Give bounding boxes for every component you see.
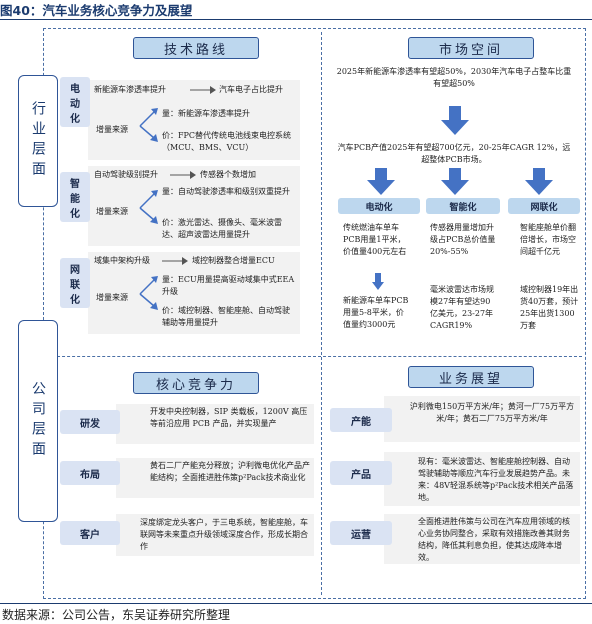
tech-row-panel-3 [88, 252, 300, 334]
tech-volume-2: 量：自动驾驶渗透率和级别双重提升 [162, 187, 290, 196]
source-note: 数据来源：公司公告，东吴证券研究所整理 [2, 608, 231, 622]
core-row-panel-1 [116, 404, 314, 444]
tech-trend-from-1: 新能源车渗透率提升 [94, 85, 166, 94]
figure-title: 图40：汽车业务核心竞争力及展望 [0, 3, 193, 18]
outer-frame [43, 28, 586, 599]
tech-trend-from-2: 自动驾驶级别提升 [94, 170, 158, 179]
side-label-company-text: 公司层面 [30, 381, 46, 461]
market-top-text: 2025年新能源车渗透率有望超50%，2030年汽车电子占整车比重有望超50% [336, 67, 572, 88]
arrow-right-icon [190, 86, 216, 94]
side-label-industry: 行业层面 [18, 75, 58, 207]
core-text-3: 深度绑定龙头客户，于三电系统，智能座舱，车联网等未来重点升级领域深度合作，形成长… [140, 518, 308, 551]
tech-trend-to-2: 传感器个数增加 [200, 170, 256, 179]
down-arrow-icon [372, 273, 384, 290]
tech-row-label-text-2: 智能化 [70, 178, 80, 220]
top-rule [0, 19, 592, 20]
market-col-header-3: 网联化 [508, 198, 580, 214]
branch-arrows-icon [139, 190, 158, 224]
branch-arrows-icon [139, 276, 158, 310]
outlook-label-1: 产能 [330, 408, 392, 432]
arrow-right-icon [162, 257, 188, 265]
market-mid-text: 汽车PCB产值2025年有望超700亿元，20-25年CAGR 12%，远超整体… [337, 143, 571, 164]
core-label-1: 研发 [60, 410, 120, 434]
market-col1-text1: 传统燃油车单车PCB用量1平米，价值量400元左右 [343, 223, 407, 256]
tech-trend-to-3: 域控制器整合增量ECU [192, 256, 275, 265]
outlook-text-1: 沪利微电150万平方米/年；黄河一厂75万平方米/年；黄石二厂75万平方米/年 [409, 402, 575, 423]
tech-price-2: 价：激光雷达、摄像头、毫米波雷达、超声波雷达用量提升 [162, 218, 282, 239]
horizontal-divider [47, 356, 582, 357]
side-label-industry-text: 行业层面 [30, 101, 46, 181]
tech-row-label-2: 智能化 [60, 172, 90, 222]
outlook-text-3: 全面推进胜伟策与公司在汽车应用领域的核心业务协同整合，采取有效措施改善其财务结构… [418, 517, 570, 562]
market-col3-text2: 域控制器19年出货40万套，预计25年出货1300万套 [520, 285, 579, 330]
outlook-label-3: 运营 [330, 521, 392, 545]
outlook-row-panel-3 [384, 514, 580, 564]
tech-row-panel-2 [88, 166, 300, 246]
tech-trend-from-3: 域集中架构升级 [94, 256, 150, 265]
tech-row-label-3: 网联化 [60, 258, 90, 308]
market-col1-text2: 新能源车单车PCB用量5-8平米，价值量约3000元 [343, 296, 409, 329]
core-label-3: 客户 [60, 521, 120, 545]
market-col2-text2: 毫米波雷达市场规模27年有望达90亿美元，23-27年CAGR19% [430, 285, 494, 330]
tech-price-3: 价：域控制器、智能座舱、自动驾驶辅助等用量提升 [162, 306, 290, 327]
core-label-2: 布局 [60, 461, 120, 485]
tech-route-header: 技术路线 [133, 37, 259, 59]
tech-driver-1: 增量来源 [96, 125, 128, 134]
tech-row-label-1: 电动化 [60, 77, 90, 127]
tech-driver-3: 增量来源 [96, 293, 128, 302]
outlook-text-2: 现有：毫米波雷达、智能座舱控制器、自动驾驶辅助等顺应汽车行业发展趋势产品。未来：… [418, 457, 574, 502]
market-col2-text1: 传感器用量增加升级占PCB总价值量20%-55% [430, 223, 496, 256]
down-arrow-icon [441, 106, 469, 135]
tech-row-panel-1 [88, 80, 300, 160]
core-row-panel-3 [116, 514, 314, 556]
core-comp-header: 核心竞争力 [133, 372, 259, 394]
arrow-right-icon [170, 171, 196, 179]
outlook-label-2: 产品 [330, 461, 392, 485]
side-label-company: 公司层面 [18, 320, 58, 522]
branch-arrows-icon [139, 108, 158, 142]
tech-volume-1: 量：新能源车渗透率提升 [162, 109, 250, 118]
down-arrow-icon [525, 168, 553, 195]
market-col-header-2: 智能化 [426, 198, 500, 214]
tech-driver-2: 增量来源 [96, 207, 128, 216]
core-text-2: 黄石二厂产能充分释放；沪利微电优化产品产能结构；全面推进胜伟策p²Pack技术商… [150, 461, 310, 482]
outlook-row-panel-1 [384, 396, 580, 442]
down-arrow-icon [441, 168, 469, 195]
down-arrow-icon [367, 168, 395, 195]
outlook-row-panel-2 [384, 452, 580, 506]
tech-price-1: 价：FPC替代传统电池线束电控系统（MCU、BMS、VCU） [162, 131, 292, 152]
tech-trend-to-1: 汽车电子占比提升 [219, 85, 283, 94]
tech-row-label-text-1: 电动化 [70, 83, 80, 125]
core-text-1: 开发中央控制器，SIP 类载板，1200V 高压等前沿应用 PCB 产品，并实现… [150, 407, 308, 428]
tech-row-label-text-3: 网联化 [70, 264, 80, 306]
outlook-header: 业务展望 [408, 366, 534, 388]
tech-volume-3: 量：ECU用量提高驱动域集中式EEA升级 [162, 275, 295, 296]
market-col3-text1: 智能座舱单价翻倍增长，市场空间超千亿元 [520, 223, 576, 256]
bottom-rule [0, 603, 592, 604]
market-space-header: 市场空间 [408, 37, 534, 59]
vertical-divider [321, 32, 322, 595]
core-row-panel-2 [116, 458, 314, 498]
market-col-header-1: 电动化 [338, 198, 420, 214]
